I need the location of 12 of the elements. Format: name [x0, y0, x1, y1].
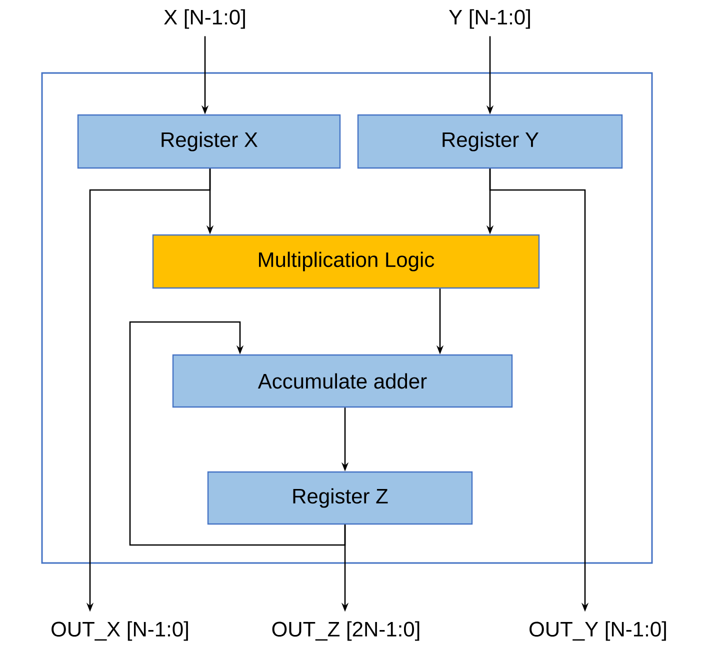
signal-label: Y [N-1:0]	[449, 9, 530, 29]
signal-label: OUT_Y [N-1:0]	[530, 621, 666, 641]
process-box: Register Z	[207, 471, 473, 525]
process-box: Register X	[77, 114, 341, 169]
signal-label: X [N-1:0]	[164, 9, 245, 29]
signal-label: OUT_X [N-1:0]	[52, 621, 188, 641]
logic-box: Multiplication Logic	[152, 234, 540, 289]
process-box: Accumulate adder	[172, 354, 513, 408]
process-box: Register Y	[357, 114, 623, 169]
signal-label: OUT_Z [2N-1:0]	[272, 621, 420, 641]
frame-box	[41, 72, 653, 564]
arrow	[129, 321, 346, 546]
